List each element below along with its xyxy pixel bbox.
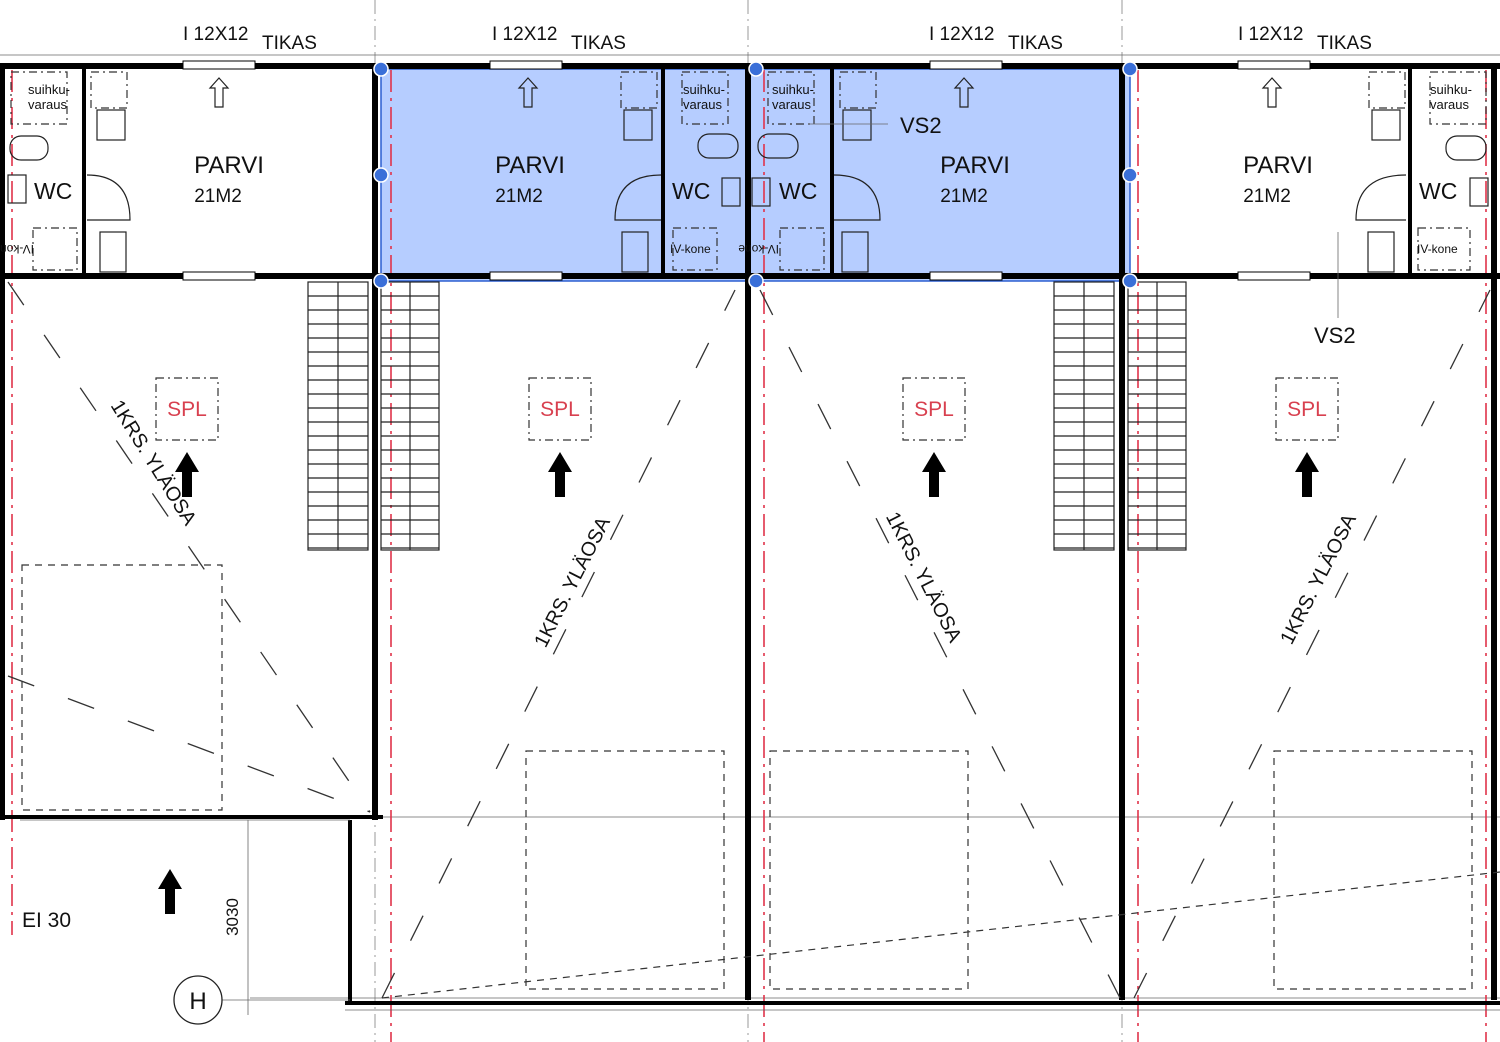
room-area: 21M2 — [1243, 186, 1291, 207]
tikas-labels: I 12X12 TIKAS I 12X12 TIKAS I 12X12 TIKA… — [183, 24, 1372, 54]
room-name: PARVI — [940, 152, 1010, 179]
resize-handle-sw[interactable] — [373, 273, 389, 289]
resize-handle-e[interactable] — [1122, 167, 1138, 183]
iv-label: IV-kone — [738, 242, 779, 256]
exterior-walls — [0, 63, 1500, 1011]
resize-handle-se[interactable] — [1122, 273, 1138, 289]
resize-handle-s[interactable] — [748, 273, 764, 289]
tikas-label: TIKAS — [1317, 33, 1372, 54]
spl-boxes — [155, 377, 1339, 441]
iv-label: IV-kone — [670, 242, 711, 256]
selected-area[interactable] — [380, 68, 1131, 282]
tikas-label: TIKAS — [1008, 33, 1063, 54]
sanitary-fixtures — [7, 71, 1489, 273]
iv-labels: IV-kone IV-kone IV-kone IV-kone — [0, 242, 1458, 256]
misc-labels: VS2 VS2 EI 30 3030 H — [22, 113, 1356, 1015]
vs2-label: VS2 — [900, 113, 942, 138]
tikas-label: TIKAS — [262, 33, 317, 54]
wc-label: WC — [779, 178, 817, 204]
shower-labels: suihku- varaus suihku- varaus suihku- va… — [28, 82, 1472, 112]
wc-label: WC — [34, 178, 72, 204]
dashed-zones — [21, 564, 1473, 990]
tikas-size: I 12X12 — [183, 24, 249, 45]
void-label: 1KRS. YLÄOSA — [881, 509, 966, 647]
resize-handle-ne[interactable] — [1122, 61, 1138, 77]
grid-axis-bubble — [173, 975, 223, 1025]
tikas-label: TIKAS — [571, 33, 626, 54]
room-name: PARVI — [495, 152, 565, 179]
grid-axis-label: H — [189, 988, 206, 1015]
void-diagonals — [7, 281, 1500, 999]
iv-label: IV-kone — [0, 242, 34, 256]
shower-label: varaus — [1430, 97, 1470, 112]
shower-label: varaus — [683, 97, 723, 112]
resize-handle-w[interactable] — [373, 167, 389, 183]
void-label: 1KRS. YLÄOSA — [530, 513, 615, 651]
tikas-size: I 12X12 — [929, 24, 995, 45]
leaders — [173, 123, 1339, 1025]
wc-labels: WC WC WC WC — [34, 178, 1457, 204]
resize-handle-nw[interactable] — [373, 61, 389, 77]
iv-label: IV-kone — [1417, 242, 1458, 256]
room-name: PARVI — [194, 152, 264, 179]
room-area: 21M2 — [194, 186, 242, 207]
vs2-label: VS2 — [1314, 323, 1356, 348]
dimension-label: 3030 — [223, 898, 242, 936]
fire-class-label: EI 30 — [22, 909, 71, 932]
shower-label: suihku- — [683, 82, 725, 97]
wc-label: WC — [1419, 178, 1457, 204]
room-labels: PARVI 21M2 PARVI 21M2 PARVI 21M2 PARVI 2… — [194, 152, 1313, 207]
shower-label: varaus — [772, 97, 812, 112]
windows — [182, 60, 1311, 281]
shower-label: suihku- — [772, 82, 814, 97]
loft-arrows — [208, 77, 1283, 108]
shower-label: suihku- — [28, 82, 70, 97]
selection-region[interactable] — [380, 68, 1131, 282]
shower-label: varaus — [28, 97, 68, 112]
room-area: 21M2 — [495, 186, 543, 207]
room-name: PARVI — [1243, 152, 1313, 179]
spl-label: SPL — [167, 398, 207, 421]
spl-label: SPL — [540, 398, 580, 421]
wc-label: WC — [672, 178, 710, 204]
void-label: 1KRS. YLÄOSA — [1276, 510, 1361, 648]
tikas-size: I 12X12 — [1238, 24, 1304, 45]
staircases — [307, 281, 1187, 551]
spl-label: SPL — [914, 398, 954, 421]
resize-handle-n[interactable] — [748, 61, 764, 77]
room-area: 21M2 — [940, 186, 988, 207]
spl-labels: SPL SPL SPL SPL — [167, 398, 1327, 421]
tikas-size: I 12X12 — [492, 24, 558, 45]
selection-handles[interactable] — [373, 61, 1138, 289]
direction-arrows — [158, 452, 1319, 914]
shower-label: suihku- — [1430, 82, 1472, 97]
spl-label: SPL — [1287, 398, 1327, 421]
void-labels: 1KRS. YLÄOSA 1KRS. YLÄOSA 1KRS. YLÄOSA 1… — [106, 396, 1361, 651]
